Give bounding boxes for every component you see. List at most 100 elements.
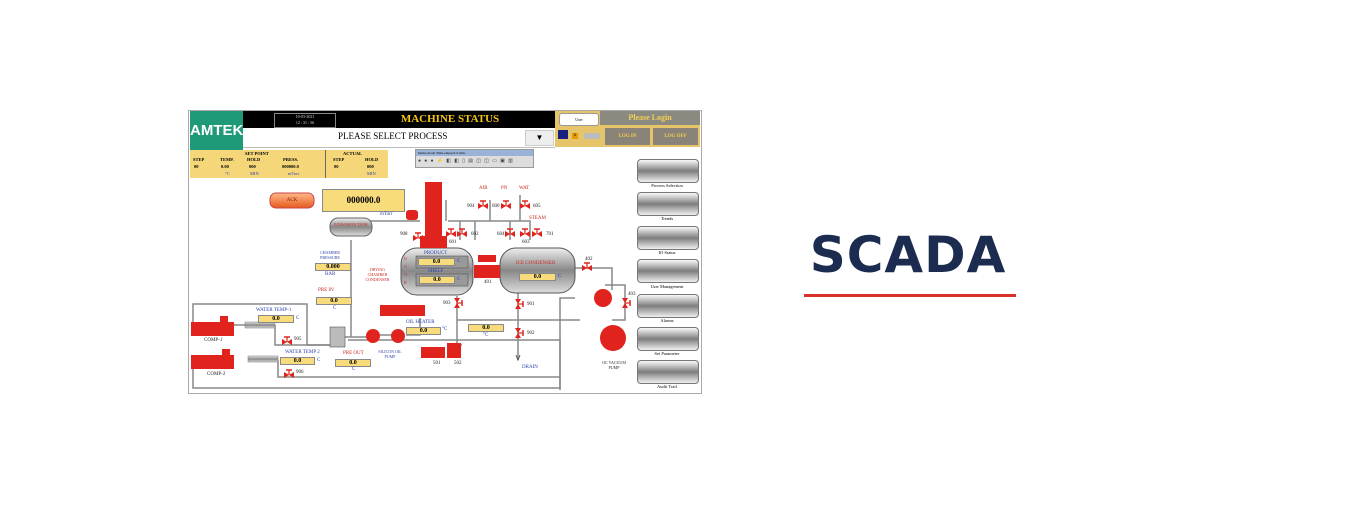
toolbar-icons[interactable]: ● ● ● ⚡ ◧ ◧ ▯ ▤ ◫ ◫ ▭ ▣ ▥ [418, 159, 514, 164]
network-status-icon: x [558, 130, 602, 144]
door-label: DOOR [404, 256, 407, 285]
valve-501-label: 501 [433, 361, 441, 366]
valve-906-label: 906 [296, 370, 304, 375]
valve-904 [477, 200, 489, 210]
process-select[interactable]: PLEASE SELECT PROCESS ▼ [243, 128, 555, 148]
oil-heater-value: 0.0 [406, 327, 441, 335]
valve-402 [581, 262, 593, 272]
val-actual-hold: 000 [367, 164, 374, 169]
ack-button-shape [269, 192, 315, 209]
main-valve-401 [474, 265, 500, 278]
pipes [192, 195, 626, 390]
valve-902 [514, 327, 524, 339]
filter [329, 326, 346, 348]
machine-status-title: MACHINE STATUS [400, 113, 500, 125]
valve-602 [456, 228, 468, 238]
banner-underline [804, 294, 1016, 297]
unit-temp: °C [225, 171, 230, 176]
setpoint-title: SET POINT [245, 151, 269, 156]
demo-toolbar: Demo mode Time elapsed: 0 min. ● ● ● ⚡ ◧… [415, 149, 534, 168]
nav-alarms-button[interactable] [637, 294, 699, 318]
datetime-box: 10-03-2021 12 : 31 : 56 [274, 113, 336, 128]
comp1-label: COMP-1 [204, 338, 223, 343]
ack-button[interactable]: ACK [286, 198, 298, 203]
process-select-value: PLEASE SELECT PROCESS [338, 131, 448, 141]
drain-label: DRAIN [522, 365, 538, 370]
nav-process-selection-button[interactable] [637, 159, 699, 183]
pn-label: PN [501, 186, 508, 191]
nav-io-status-label: IO Status [658, 250, 676, 255]
unit-actual-hold: MIN [367, 171, 376, 176]
drying-chamber-label: DRYING CHAMBER CONDENSER [365, 267, 390, 282]
comp2-shape [191, 355, 234, 369]
pre-in-value: 0.0 [316, 297, 352, 305]
pre-out-unit: C [352, 367, 356, 372]
valve-701 [531, 228, 543, 238]
gauge-icon [406, 210, 418, 220]
col-press: PRESS. [283, 157, 299, 162]
chamber-pressure-value: 0.000 [315, 263, 351, 271]
pressure-display: 000000.0 [322, 189, 405, 212]
nav-set-parameter-button[interactable] [637, 327, 699, 351]
log-off-button[interactable]: LOG OFF [653, 128, 698, 145]
ice-condenser-value: 0.0 [519, 273, 556, 281]
nav-trends-label: Trends [660, 216, 674, 221]
chevron-down-icon[interactable]: ▼ [525, 130, 554, 146]
nav-audit-trail-button[interactable] [637, 360, 699, 384]
comp2-label: COMP-2 [207, 372, 226, 377]
water-temp1-value: 0.0 [258, 315, 294, 323]
valve-605-label: 605 [533, 204, 541, 209]
water-temp1-label: WATER TEMP-1 [256, 308, 292, 313]
pump-502 [447, 343, 461, 358]
actual-title: ACTUAL [343, 151, 363, 156]
ice-condenser-unit: C [558, 274, 562, 279]
nav-set-parameter-label: Set Parameter [654, 351, 680, 356]
banner-title: SCADA [809, 226, 1007, 284]
air-label: AIR [479, 186, 488, 191]
date: 10-03-2021 [295, 114, 315, 119]
ice-condenser-label: ICE CONDENSER [516, 261, 556, 266]
setpoint-table: SET POINT ACTUAL STEP TEMP. HOLD PRESS. … [190, 150, 388, 178]
unit-hold: MIN [250, 171, 259, 176]
valve-502-label: 502 [454, 361, 462, 366]
aux-temp-unit: °C [483, 333, 489, 338]
pre-in-label: PRE IN [318, 288, 334, 293]
nav-trends-button[interactable] [637, 192, 699, 216]
expansion-tank [329, 217, 373, 237]
valve-602-label: 602 [471, 232, 479, 237]
valve-904-label: 904 [467, 204, 475, 209]
col-temp: TEMP. [220, 157, 234, 162]
user-field[interactable]: User [559, 113, 599, 126]
col-hold: HOLD [247, 157, 261, 162]
vacuum-pump [600, 325, 626, 351]
unit-press: mTorr [288, 171, 300, 176]
silicon-pump-2 [391, 329, 405, 343]
water-temp2-label: WATER TEMP 2 [285, 350, 320, 355]
log-in-button[interactable]: LOG IN [605, 128, 650, 145]
water-temp1-unit: C [296, 316, 300, 321]
nav-user-management-button[interactable] [637, 259, 699, 283]
shelf-unit: C [457, 277, 461, 282]
silicon-pump-label: SILICON OIL PUMP [378, 349, 402, 359]
valve-902-label: 902 [527, 331, 535, 336]
valve-402-label: 402 [585, 257, 593, 262]
val-press: 000000.0 [282, 164, 299, 169]
aux-temp-value: 0.0 [468, 324, 504, 332]
valve-401-label: 401 [484, 280, 492, 285]
valve-601 [445, 228, 457, 238]
nav-process-selection-label: Process Selection [651, 183, 683, 188]
col-actual-hold: HOLD [365, 157, 379, 162]
silicon-pump-1 [366, 329, 380, 343]
toolbar-title: Demo mode Time elapsed: 0 min. [416, 150, 533, 156]
ice-condenser-vessel [499, 247, 576, 294]
nav-audit-trail-label: Audit Trail [657, 384, 677, 389]
valve-605 [519, 200, 531, 210]
chamber-pressure-label: CHAMBER PRESSURE [320, 250, 340, 260]
pressure-unit: mTorr [380, 212, 393, 217]
nav-io-status-button[interactable] [637, 226, 699, 250]
shelf-value: 0.0 [419, 276, 455, 284]
shelf-label: SHELF [428, 269, 444, 274]
wat-label: WAT [519, 186, 530, 191]
water-temp2-unit: C [317, 358, 321, 363]
vacuum-column [425, 182, 442, 248]
